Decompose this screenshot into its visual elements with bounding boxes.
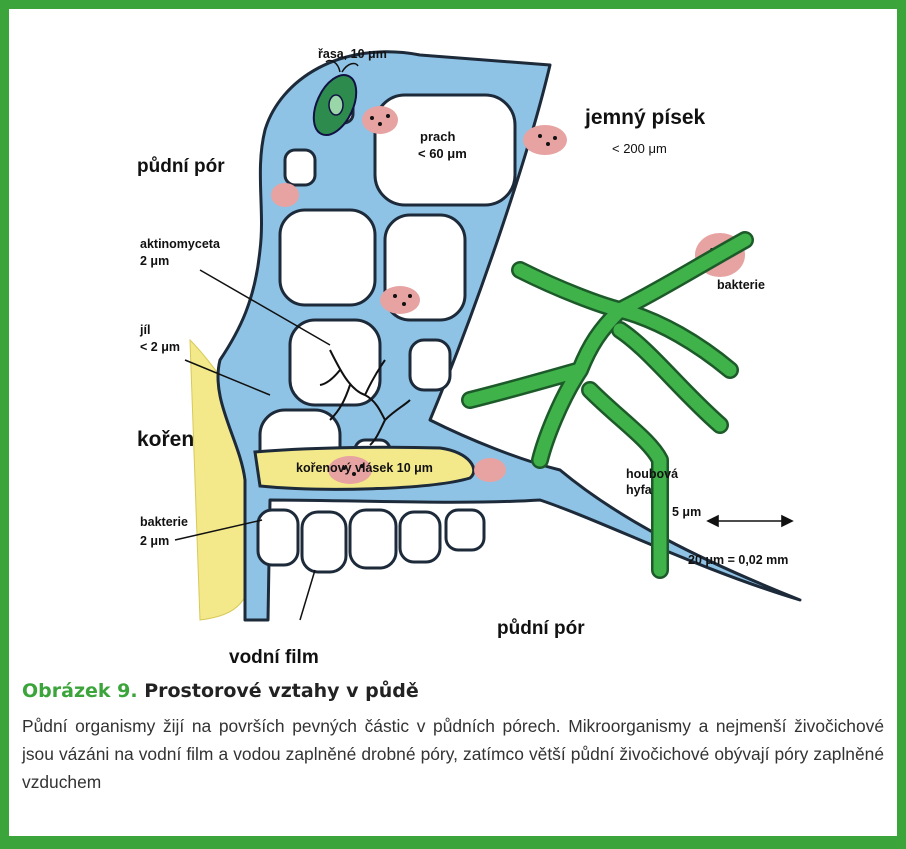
label-jemny-pisek: jemný písek (584, 106, 706, 129)
label-pudni-por-bottom: půdní pór (497, 618, 585, 639)
caption-title: Obrázek 9. Prostorové vztahy v půdě (22, 680, 419, 702)
label-houbova: houbová (626, 467, 678, 481)
label-pudni-por-top: půdní pór (137, 156, 225, 177)
label-jil-size: < 2 μm (140, 340, 180, 354)
label-koren: kořen (137, 428, 194, 451)
label-hyfa: hyfa (626, 483, 653, 497)
label-scale: 20 μm = 0,02 mm (688, 553, 788, 567)
label-jemny-pisek-size: < 200 μm (612, 141, 667, 156)
label-prach-size: < 60 μm (418, 146, 467, 161)
label-vodni-film: vodní film (229, 647, 319, 668)
label-bakterie-left: bakterie (140, 515, 188, 529)
figure-number: Obrázek 9. (22, 680, 138, 702)
figure-title: Prostorové vztahy v půdě (144, 680, 419, 702)
scale-arrow (708, 516, 792, 526)
label-prach: prach (420, 129, 455, 144)
label-aktinomyceta: aktinomyceta (140, 237, 221, 251)
label-aktinomyceta-size: 2 μm (140, 254, 169, 268)
soil-diagram: řasa, 10 μm jemný písek < 200 μm prach <… (9, 9, 897, 669)
label-bakterie-right: bakterie (717, 278, 765, 292)
label-bakterie-left-size: 2 μm (140, 534, 169, 548)
bottom-bar (0, 836, 906, 849)
lower-particles (258, 510, 484, 572)
label-rasa: řasa, 10 μm (318, 47, 387, 61)
caption-text: Půdní organismy žijí na površích pevných… (22, 712, 884, 796)
label-korenovy-vlasek: kořenový vlásek 10 μm (296, 461, 433, 475)
label-jil: jíl (139, 323, 150, 337)
label-hyfa-size: 5 μm (672, 505, 701, 519)
